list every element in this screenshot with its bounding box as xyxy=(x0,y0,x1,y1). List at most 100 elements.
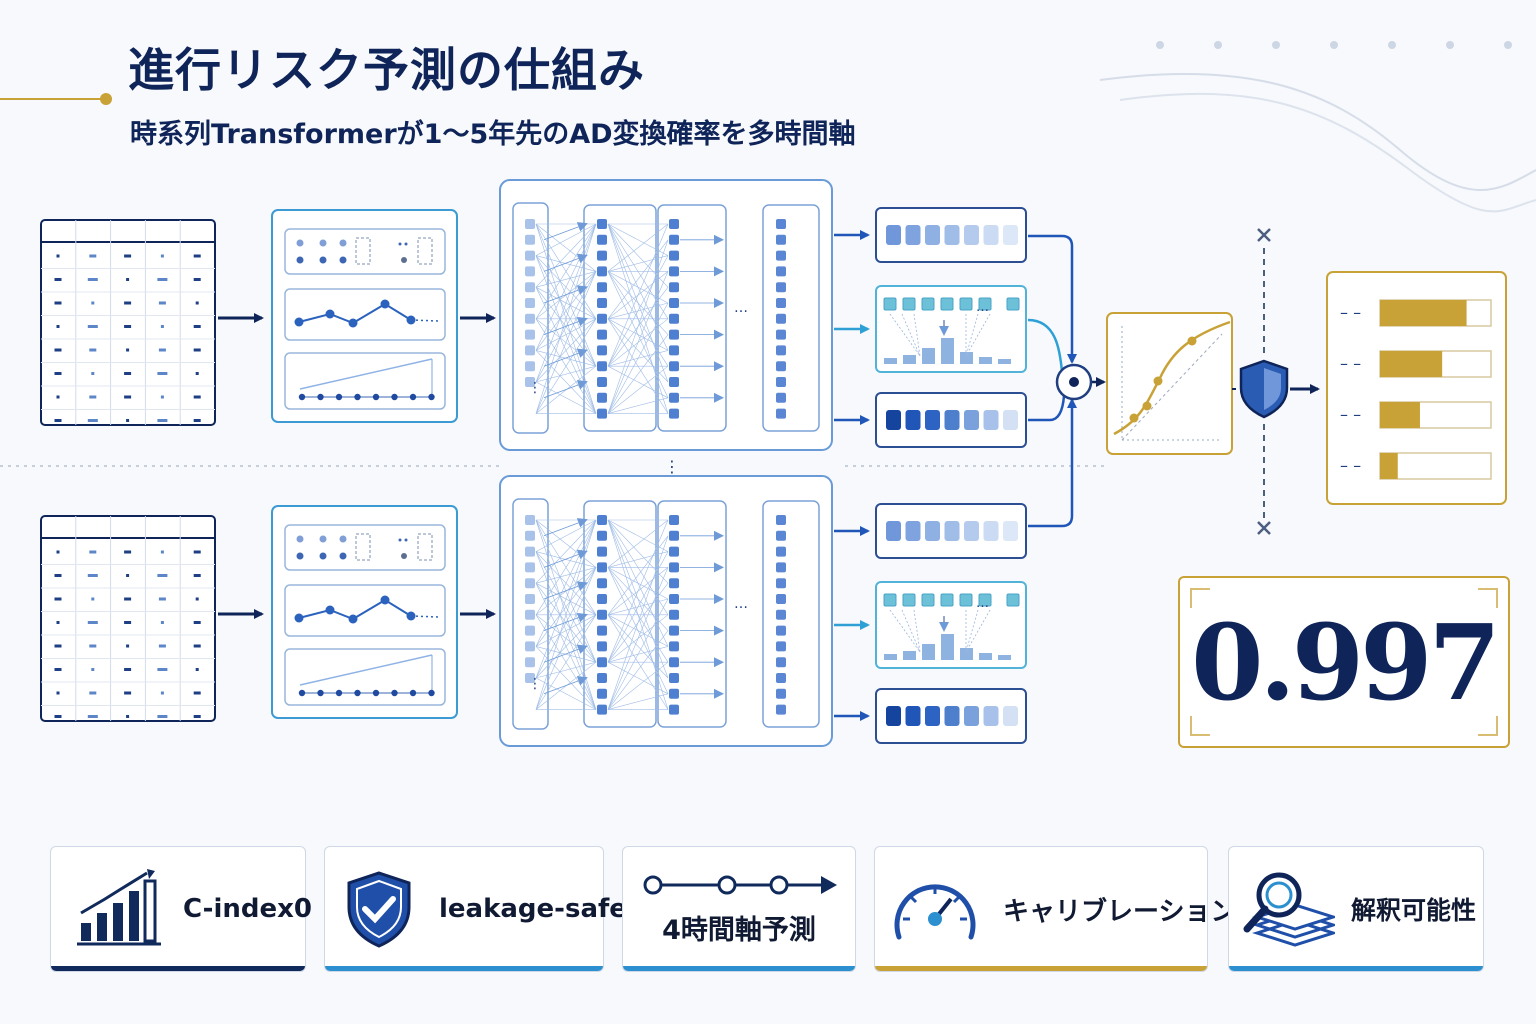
table-cell-mark xyxy=(193,254,201,258)
table-cell-mark xyxy=(193,691,201,695)
table-cell-mark xyxy=(126,644,130,648)
title-accent-dot xyxy=(100,93,112,105)
input-token xyxy=(525,345,535,356)
table-cell-mark xyxy=(54,278,62,281)
hidden-token xyxy=(597,377,607,387)
attention-link xyxy=(535,614,597,710)
attention-link xyxy=(607,271,669,320)
table-cell-mark xyxy=(193,325,201,328)
hidden-token xyxy=(669,704,679,715)
table-cell-mark xyxy=(87,419,98,422)
table-cell-mark xyxy=(193,395,201,399)
time-trend-line xyxy=(299,654,433,686)
attention-query-cell xyxy=(978,297,992,311)
attention-weight-bar xyxy=(998,655,1011,660)
output-token xyxy=(776,282,786,293)
table-cell-mark xyxy=(160,691,164,695)
attention-link xyxy=(535,271,597,288)
hidden-token xyxy=(597,625,607,636)
attention-query-cell xyxy=(902,297,916,311)
hidden-token xyxy=(669,609,679,620)
feature-dot xyxy=(339,239,347,247)
time-point xyxy=(428,689,435,697)
hidden-token xyxy=(669,329,679,340)
transformer-layer xyxy=(762,204,820,432)
feature-dot xyxy=(339,552,347,560)
table-cell-mark xyxy=(193,644,201,648)
table-cell-mark xyxy=(124,325,132,328)
embedding-cell xyxy=(983,225,999,245)
attention-link xyxy=(607,334,669,414)
hidden-token xyxy=(597,392,607,403)
card-accent-bar xyxy=(325,966,603,971)
trajectory-point xyxy=(294,613,304,623)
decor-node xyxy=(1272,41,1280,49)
feature-dot xyxy=(401,553,407,559)
attention-link xyxy=(607,646,669,663)
attention-link xyxy=(607,223,669,288)
input-token xyxy=(525,641,535,652)
attention-link xyxy=(607,630,669,710)
attention-link xyxy=(607,598,669,616)
hidden-token xyxy=(669,688,679,699)
output-token xyxy=(776,641,786,652)
hidden-token xyxy=(669,298,679,308)
attention-query-cell xyxy=(883,593,897,607)
hidden-token xyxy=(669,219,679,229)
embedding-cell xyxy=(886,521,901,541)
corner-ornament xyxy=(1478,716,1498,736)
attention-query-cell xyxy=(978,593,992,607)
attention-weight-bar xyxy=(922,644,935,660)
attention-weight-bar xyxy=(979,653,992,660)
embedding-cell xyxy=(905,410,921,430)
output-token xyxy=(776,594,786,604)
feature-card-horizon: 4時間軸予測 xyxy=(622,846,856,972)
attention-link xyxy=(607,365,669,414)
input-token xyxy=(525,609,535,620)
table-cell-mark xyxy=(158,301,166,305)
attention-link xyxy=(607,519,669,679)
feature-label: キャリブレーション xyxy=(1003,896,1237,927)
attention-query-cell xyxy=(940,297,954,311)
ellipsis-glyph: … xyxy=(734,300,748,316)
embedding-cell xyxy=(944,521,960,541)
table-cell-mark xyxy=(157,668,168,671)
attention-link xyxy=(965,609,979,653)
missing-value-box xyxy=(355,533,371,561)
embedding-cell xyxy=(964,706,979,726)
reference-diagonal xyxy=(1121,333,1223,441)
embedding-cell xyxy=(983,410,999,430)
attention-link xyxy=(607,255,669,272)
merge-connector xyxy=(1028,234,1077,364)
table-cell-mark xyxy=(124,372,132,375)
attention-link xyxy=(535,350,597,414)
attention-weight-bar xyxy=(941,338,954,364)
input-token xyxy=(525,546,535,557)
card-accent-bar xyxy=(623,966,855,971)
hidden-token xyxy=(669,530,679,541)
output-token xyxy=(776,361,786,372)
table-cell-mark xyxy=(126,419,130,422)
corner-ornament xyxy=(1478,588,1498,608)
feature-dot xyxy=(339,256,347,264)
probability-bar-fill xyxy=(1380,453,1398,479)
output-token xyxy=(776,515,786,525)
feature-dot xyxy=(398,538,402,542)
attention-link xyxy=(535,614,597,679)
output-token xyxy=(776,609,786,620)
calibration-point xyxy=(1153,376,1163,386)
attention-link xyxy=(607,239,669,319)
attention-link xyxy=(607,661,669,710)
table-cell-mark xyxy=(158,348,166,352)
output-token xyxy=(776,234,786,245)
attention-link xyxy=(607,567,669,694)
attention-query-cell xyxy=(959,297,973,311)
attention-link xyxy=(607,519,669,647)
title-accent-line xyxy=(0,98,104,100)
page-title: 進行リスク予測の仕組み xyxy=(128,43,645,97)
merge-connector xyxy=(1028,395,1066,422)
layer-input-arrow xyxy=(543,285,588,304)
input-token xyxy=(525,625,535,636)
feature-card-cindex: C-index0 xyxy=(50,846,312,972)
table-cell-mark xyxy=(193,278,201,281)
